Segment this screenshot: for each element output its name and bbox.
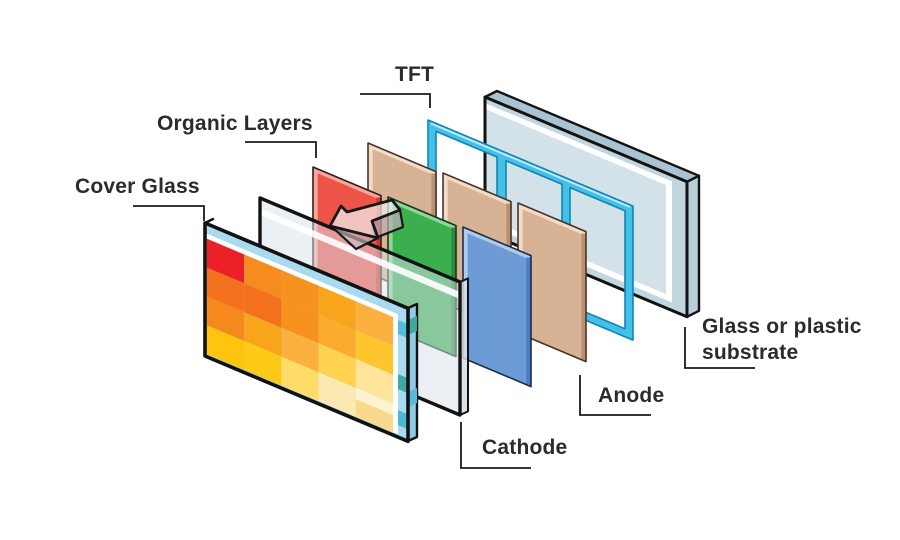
mosaic-tile xyxy=(355,330,393,375)
mosaic-tile xyxy=(318,343,356,388)
mosaic-tile xyxy=(318,372,356,417)
substrate-front-face xyxy=(485,97,687,317)
arrow-body xyxy=(328,198,402,240)
cathode-highlight-stripe xyxy=(260,208,460,299)
mosaic-tile xyxy=(244,254,282,299)
mosaic-tile xyxy=(281,270,319,315)
mosaic-tile xyxy=(318,314,356,359)
mosaic-tile xyxy=(207,325,245,370)
cover-glass-corner-notch xyxy=(203,217,215,225)
label-substrate: Glass or plastic substrate xyxy=(702,314,862,366)
mosaic-tile xyxy=(281,298,319,344)
substrate-highlight-stripe xyxy=(666,179,672,303)
label-cover-glass: Cover Glass xyxy=(75,175,200,198)
leader-line-anode xyxy=(579,375,651,416)
label-tft: TFT xyxy=(395,63,435,86)
leader-line-substrate xyxy=(684,327,755,369)
mosaic-tile xyxy=(355,301,393,346)
label-cathode: Cathode xyxy=(482,436,568,459)
cover-glass-mosaic xyxy=(207,238,393,433)
label-organic-layers: Organic Layers xyxy=(157,112,313,135)
mosaic-tile xyxy=(281,356,319,402)
leader-line-cathode xyxy=(460,422,531,469)
light-emission-arrow-icon xyxy=(328,198,405,251)
label-anode: Anode xyxy=(598,384,665,407)
leader-line-tft xyxy=(360,93,431,108)
mosaic-tile xyxy=(207,238,245,284)
mosaic-tile xyxy=(207,296,245,341)
mosaic-tile xyxy=(281,327,319,373)
mosaic-accent-tile xyxy=(355,399,393,433)
leader-lines xyxy=(133,93,755,469)
mosaic-tile xyxy=(244,312,282,357)
cover-glass-layer xyxy=(203,217,419,444)
leader-line-organic-layers xyxy=(245,141,317,158)
mosaic-tile xyxy=(244,283,282,328)
label-substrate-line2: substrate xyxy=(702,341,799,364)
mosaic-tile xyxy=(244,341,282,386)
mosaic-tile xyxy=(318,285,356,331)
organic-layer-blue xyxy=(462,226,532,388)
anode-plate-3 xyxy=(517,202,587,363)
substrate-side-face xyxy=(685,174,701,318)
tft-frame-highlight xyxy=(430,122,631,208)
leader-line-cover-glass xyxy=(133,205,205,221)
mosaic-tile xyxy=(355,359,393,404)
label-substrate-line1: Glass or plastic xyxy=(702,315,862,338)
mosaic-tile xyxy=(207,267,245,313)
